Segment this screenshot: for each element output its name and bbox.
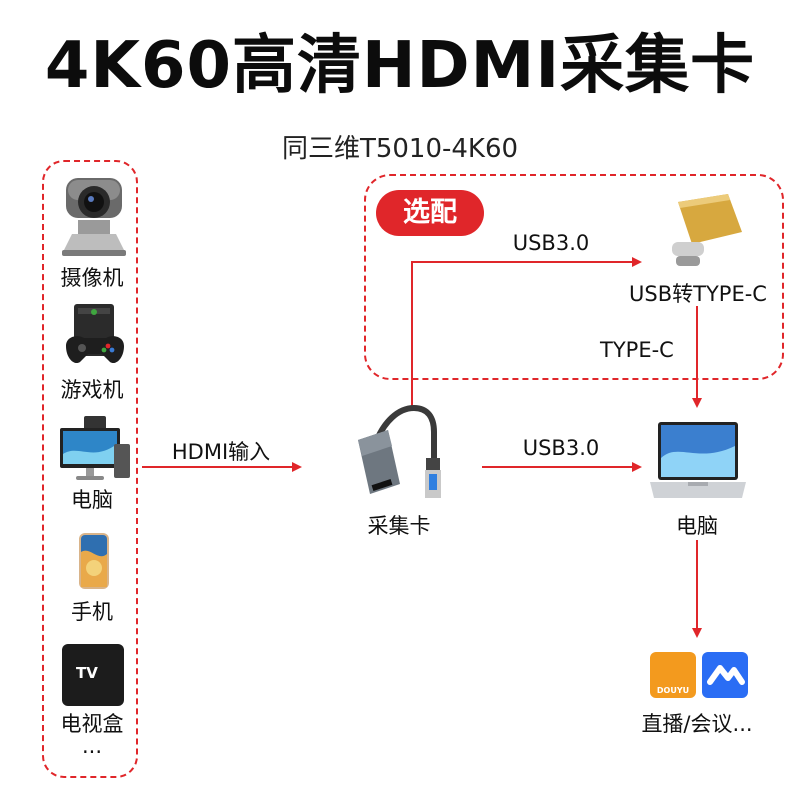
laptop-icon (650, 422, 746, 498)
source-label-tv-box: 电视盒 (60, 712, 124, 736)
page-title: 4K60高清HDMI采集卡 (44, 29, 756, 103)
source-label-phone: 手机 (71, 600, 113, 624)
camera-icon (62, 178, 126, 256)
edge-label-usb-adapter: USB3.0 (512, 231, 590, 255)
tv-box-icon: TV (62, 644, 124, 706)
game-console-icon (66, 304, 124, 364)
source-label-desktop: 电脑 (71, 488, 113, 512)
node-label-apps: 直播/会议... (641, 712, 753, 736)
edge-label-hdmi-in: HDMI输入 (171, 440, 271, 464)
edge-label-usb-laptop: USB3.0 (522, 436, 600, 460)
source-more-ellipsis: ... (81, 734, 103, 758)
optional-group (364, 174, 784, 380)
douyu-app-icon: DOUYU (650, 652, 696, 698)
arrow-usb-to-adapter (411, 257, 642, 410)
node-label-laptop: 电脑 (676, 514, 718, 538)
node-label-capture-card: 采集卡 (367, 514, 431, 538)
usb-typec-adapter-icon (672, 194, 742, 266)
tencent-meeting-app-icon (702, 652, 748, 698)
edge-label-typec: TYPE-C (600, 338, 674, 362)
phone-icon (79, 533, 109, 589)
tv-box-text: TV (76, 664, 98, 682)
source-devices-group (42, 160, 138, 778)
capture-card-icon (358, 404, 441, 498)
source-label-camera: 摄像机 (60, 266, 124, 290)
model-subtitle: 同三维T5010-4K60 (281, 134, 519, 164)
desktop-computer-icon (60, 416, 130, 480)
douyu-app-icon-text: DOUYU (656, 686, 690, 695)
node-label-adapter: USB转TYPE-C (629, 282, 767, 306)
optional-badge: 选配 (376, 190, 484, 236)
source-label-game-console: 游戏机 (60, 378, 124, 402)
